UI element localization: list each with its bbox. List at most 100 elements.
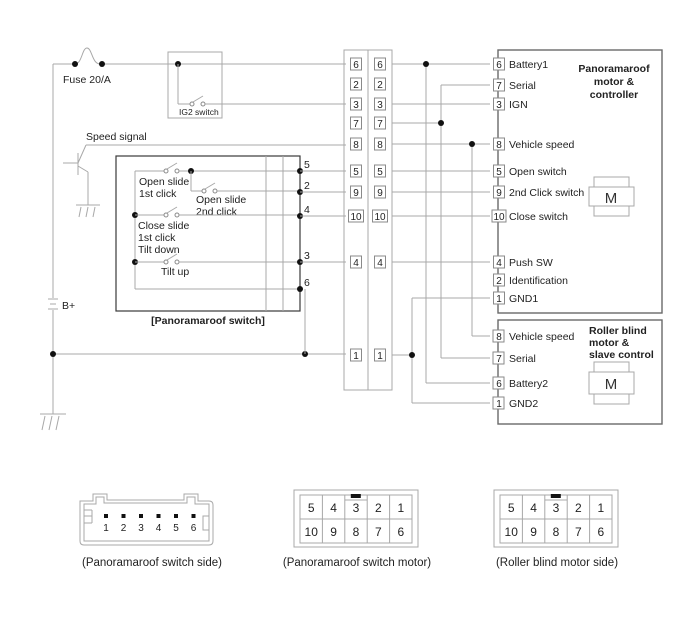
connector-pin: 9 [374,185,386,199]
terminal-number: 5 [173,523,179,534]
connector-terminal: 5 [173,514,179,534]
controller-pin-number: 3 [496,100,502,111]
terminal-number: 3 [353,501,360,515]
controller-pin-number: 4 [496,258,502,269]
switch-blade [192,95,204,103]
switch-label: Open slide [139,176,189,188]
controller-pin-label: IGN [509,99,528,111]
switch-contact [174,259,180,265]
roller-blind-pin: 6 Battery2 [492,376,548,390]
connector-pin: 7 [374,116,386,130]
connector-pin-number: 1 [353,351,359,362]
terminal-number: 2 [575,501,582,515]
controller-title: Panoramaroof [578,63,650,75]
roller-blind-pin-label: GND2 [509,398,538,410]
connector-pin-number: 8 [353,140,359,151]
junction-dot [423,61,429,67]
connector-key [550,494,561,498]
connector-pin: 10 [348,209,364,223]
terminal-number: 1 [103,523,109,534]
controller-pin: 3 IGN [493,97,528,111]
connector-caption: (Panoramaroof switch side) [82,557,222,569]
roller-blind-pin-number: 6 [496,379,502,390]
controller-pin-number: 2 [496,276,502,287]
roller-blind-pin-label: Battery2 [509,378,548,390]
roller-blind-pin-label: Vehicle speed [509,331,575,343]
terminal-number: 5 [508,501,515,515]
connector-pin-number: 9 [353,188,359,199]
connector-pin: 2 [374,77,386,91]
connector-terminal: 3 [138,514,144,534]
switch-label: 2nd click [196,206,238,218]
terminal-number: 9 [330,525,337,539]
terminal-number: 1 [397,501,404,515]
connector-pin-number: 2 [377,80,383,91]
terminal-number: 6 [597,525,604,539]
connector-pin-number: 2 [353,80,359,91]
switch-label: Close slide [138,220,190,232]
motor-icon: M [588,176,635,217]
harness-wires [392,61,490,404]
switch-contact [174,168,180,174]
connector-pin-number: 10 [374,212,386,223]
motor-label: M [605,376,618,393]
battery-label: B+ [62,300,75,312]
connector-pin-number: 4 [353,258,359,269]
terminal-number: 9 [530,525,537,539]
connector-terminal: 4 [156,514,162,534]
roller-blind-pin-number: 1 [496,399,502,410]
controller-pin-number: 1 [496,294,502,305]
connector-pin: 9 [350,185,362,199]
switch-contact [201,188,207,194]
junction-dot [438,120,444,126]
power-supply: Fuse 20/A B+ [40,47,346,431]
terminal-number: 4 [156,523,162,534]
connector-pin: 6 [374,57,386,71]
switch-contact [212,188,218,194]
junction-dot [469,141,475,147]
switch-label: 1st click [138,232,176,244]
switch-label: 1st click [139,188,177,200]
controller-pin-label: Battery1 [509,59,548,71]
connector-pin-number: 1 [377,351,383,362]
roller-blind-title: motor & [589,337,630,349]
connector-pin: 3 [350,97,362,111]
connector-terminal: 2 [121,514,127,534]
controller-box [497,49,663,314]
connector-pin: 2 [350,77,362,91]
terminal-number: 3 [138,523,144,534]
connector-pin-number: 5 [353,167,359,178]
connector-caption: (Roller blind motor side) [496,557,618,569]
terminal-number: 6 [397,525,404,539]
switch-pin-number: 2 [304,180,310,192]
connector-pin: 5 [374,164,386,178]
connector-pin: 3 [374,97,386,111]
terminal-number: 10 [305,525,319,539]
ground-icon [40,413,66,431]
connector-terminal: 1 [103,514,109,534]
connector-pin-number: 3 [353,100,359,111]
connector-pin-number: 7 [377,119,383,130]
switch-contact [163,168,169,174]
switch-label: Tilt down [138,244,180,256]
wire [77,144,87,164]
switch-pin-number: 3 [304,250,310,262]
junction-dot [99,61,105,67]
speed-signal: Speed signal [63,131,346,218]
controller-pin-label: 2nd Click switch [509,187,584,199]
switch-blade [204,182,216,190]
connector-pin-number: 7 [353,119,359,130]
speed-signal-label: Speed signal [86,131,147,143]
ig2-switch-label: IG2 switch [179,107,219,117]
